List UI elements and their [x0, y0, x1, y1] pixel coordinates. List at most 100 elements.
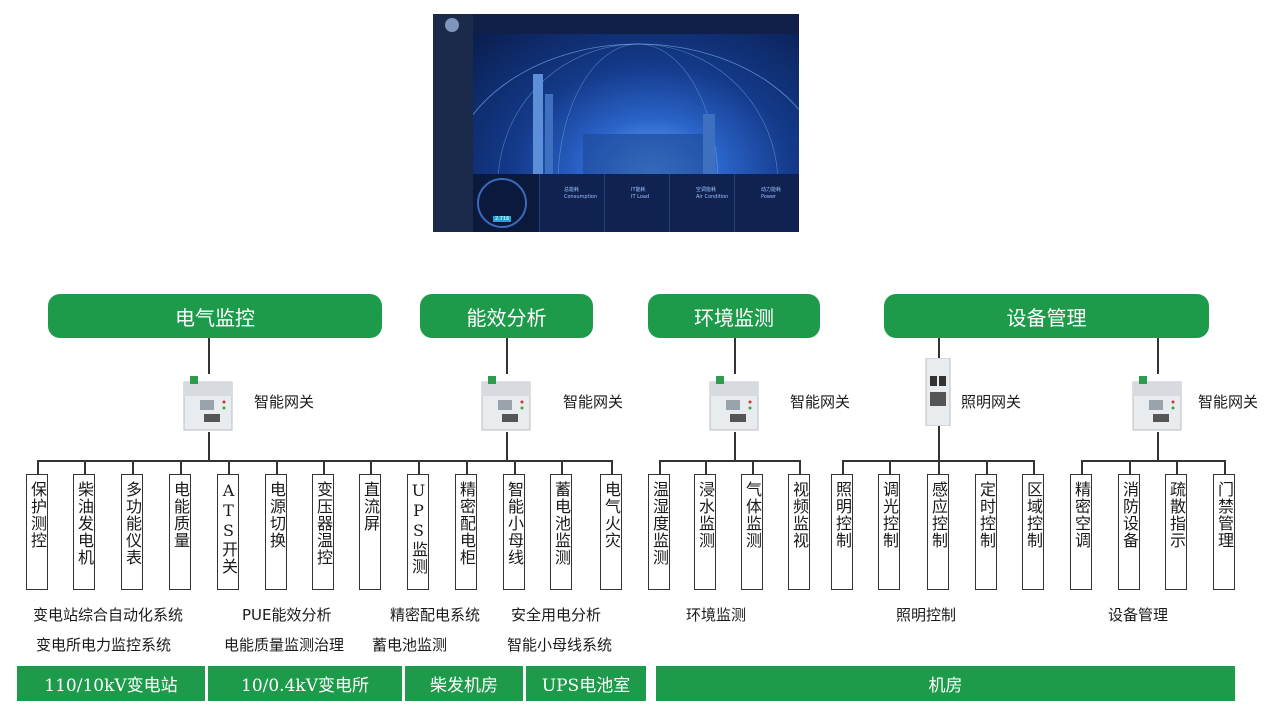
connector: [1081, 460, 1083, 474]
caption: 照明控制: [896, 604, 956, 625]
connector: [514, 460, 516, 474]
city-globe-graphic: [473, 34, 799, 174]
panel-power: 动力能耗 Power: [734, 174, 799, 232]
leaf-box: 门禁管理: [1213, 474, 1235, 590]
header-electrical-monitoring: 电气监控: [48, 294, 382, 338]
leaf-box: 区域控制: [1022, 474, 1044, 590]
location-substation-04kv: 10/0.4kV变电所: [208, 666, 402, 701]
gateway-label: 照明网关: [961, 391, 1021, 412]
connector: [938, 426, 940, 460]
connector: [705, 460, 707, 474]
panel-subtitle: Consumption: [564, 194, 597, 200]
bus-line: [659, 460, 801, 462]
dashboard-topbar: [473, 14, 799, 34]
connector: [561, 460, 563, 474]
header-equipment-management: 设备管理: [884, 294, 1209, 338]
location-ups-battery-room: UPS电池室: [526, 666, 646, 701]
gauge-value: 2.716: [493, 216, 511, 222]
connector: [659, 460, 661, 474]
gateway-label: 智能网关: [790, 391, 850, 412]
connector: [889, 460, 891, 474]
connector: [1224, 460, 1226, 474]
header-environment-monitoring: 环境监测: [648, 294, 820, 338]
caption: 蓄电池监测: [372, 634, 447, 655]
caption: 设备管理: [1108, 604, 1168, 625]
location-machine-room: 机房: [656, 666, 1235, 701]
caption: PUE能效分析: [242, 604, 332, 625]
connector: [84, 460, 86, 474]
leaf-box: 消防设备: [1118, 474, 1140, 590]
leaf-box: 气体监测: [741, 474, 763, 590]
leaf-box: ATS开关: [217, 474, 239, 590]
location-substation-110kv: 110/10kV变电站: [17, 666, 205, 701]
leaf-box: 定时控制: [975, 474, 997, 590]
connector: [228, 460, 230, 474]
leaf-box: 蓄电池监测: [550, 474, 572, 590]
connector: [842, 460, 844, 474]
leaf-box: 多功能仪表: [121, 474, 143, 590]
leaf-box: 精密配电柜: [455, 474, 477, 590]
leaf-box: 疏散指示: [1165, 474, 1187, 590]
connector: [506, 432, 508, 460]
panel-title: 总能耗: [564, 186, 579, 193]
connector: [1176, 460, 1178, 474]
connector: [506, 338, 508, 374]
connector: [938, 338, 940, 358]
leaf-box: 照明控制: [831, 474, 853, 590]
gateway-device-icon: [478, 374, 534, 432]
caption: 精密配电系统: [390, 604, 480, 625]
gateway-device-icon: [924, 358, 952, 426]
connector: [418, 460, 420, 474]
connector: [37, 460, 39, 474]
location-diesel-room: 柴发机房: [405, 666, 523, 701]
gateway-device-icon: [1129, 374, 1185, 432]
panel-subtitle: IT Load: [631, 194, 649, 200]
dashboard-logo: [445, 18, 459, 32]
connector: [986, 460, 988, 474]
caption: 变电站综合自动化系统: [33, 604, 183, 625]
leaf-box: 精密空调: [1070, 474, 1092, 590]
caption: 环境监测: [686, 604, 746, 625]
panel-title: IT能耗: [631, 186, 646, 193]
connector: [611, 460, 613, 474]
caption: 智能小母线系统: [507, 634, 612, 655]
connector: [208, 432, 210, 460]
panel-subtitle: Air Condition: [696, 194, 728, 200]
connector: [799, 460, 801, 474]
connector: [1129, 460, 1131, 474]
gateway-label: 智能网关: [254, 391, 314, 412]
connector: [466, 460, 468, 474]
leaf-box: 电源切换: [265, 474, 287, 590]
connector: [276, 460, 278, 474]
dashboard-hero-image: [473, 34, 799, 174]
connector: [323, 460, 325, 474]
panel-it-load: IT能耗 IT Load: [604, 174, 669, 232]
leaf-box: 调光控制: [878, 474, 900, 590]
connector: [734, 432, 736, 460]
panel-subtitle: Power: [761, 194, 776, 200]
caption: 变电所电力监控系统: [36, 634, 171, 655]
connector: [370, 460, 372, 474]
leaf-box: 保护测控: [26, 474, 48, 590]
gauge: 2.716: [477, 178, 527, 228]
leaf-box: 电能质量: [169, 474, 191, 590]
leaf-box: 直流屏: [359, 474, 381, 590]
dashboard-sidebar: [433, 14, 473, 232]
panel-title: 动力能耗: [761, 186, 781, 193]
leaf-box: 柴油发电机: [73, 474, 95, 590]
caption: 安全用电分析: [511, 604, 601, 625]
connector: [1033, 460, 1035, 474]
connector: [180, 460, 182, 474]
connector: [1157, 432, 1159, 460]
leaf-box: 温湿度监测: [648, 474, 670, 590]
gateway-label: 智能网关: [563, 391, 623, 412]
leaf-box: 电气火灾: [600, 474, 622, 590]
connector: [752, 460, 754, 474]
connector: [1157, 338, 1159, 374]
leaf-box: 视频监视: [788, 474, 810, 590]
connector: [208, 338, 210, 374]
leaf-box: UPS监测: [407, 474, 429, 590]
connector: [132, 460, 134, 474]
bus-line: [37, 460, 613, 462]
panel-title: 空调能耗: [696, 186, 716, 193]
